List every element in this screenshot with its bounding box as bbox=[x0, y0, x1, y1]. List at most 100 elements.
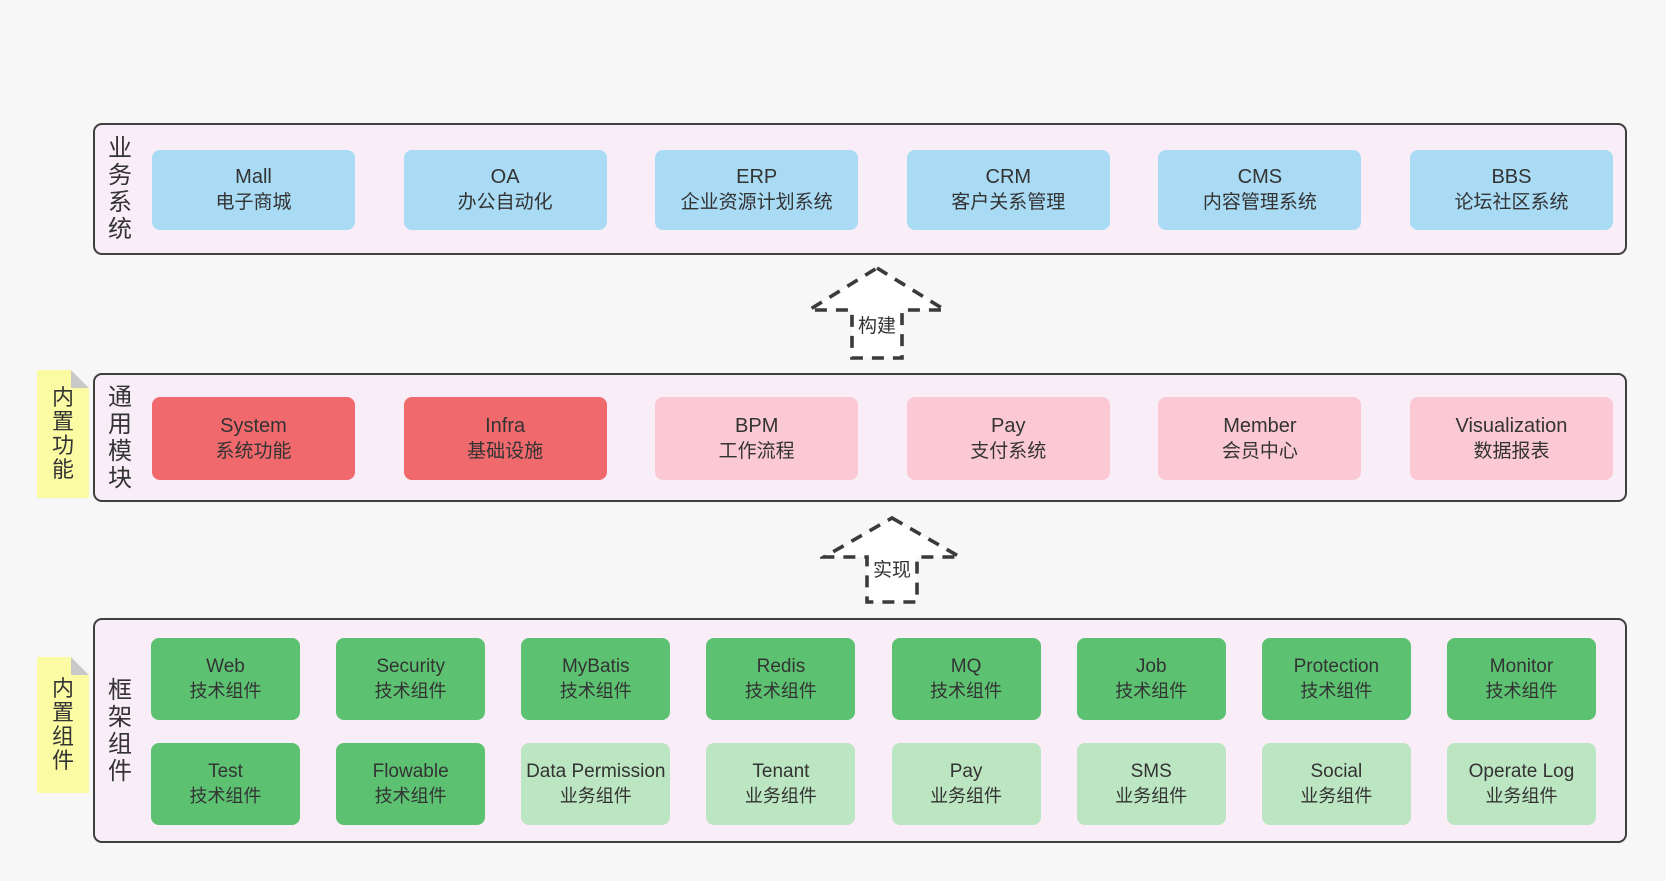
build-arrow: 构建 bbox=[805, 264, 949, 362]
box-mq: MQ 技术组件 bbox=[891, 638, 1041, 720]
box-monitor: Monitor 技术组件 bbox=[1446, 638, 1596, 720]
box-name: SMS bbox=[1130, 761, 1172, 782]
box-name: CRM bbox=[985, 166, 1032, 188]
box-desc: 技术组件 bbox=[374, 786, 447, 806]
box-name: BBS bbox=[1491, 166, 1532, 188]
business-systems-side-label: 业务系统 bbox=[108, 135, 132, 243]
box-name: Job bbox=[1135, 656, 1167, 677]
box-desc: 技术组件 bbox=[559, 681, 632, 701]
box-name: Protection bbox=[1293, 656, 1380, 677]
box-mybatis: MyBatis 技术组件 bbox=[521, 638, 671, 720]
box-security: Security 技术组件 bbox=[336, 638, 486, 720]
box-name: Infra bbox=[485, 414, 526, 437]
box-desc: 技术组件 bbox=[374, 681, 447, 701]
box-pay: Pay 业务组件 bbox=[891, 743, 1041, 825]
box-desc: 客户关系管理 bbox=[951, 192, 1066, 213]
box-operate-log: Operate Log 业务组件 bbox=[1446, 743, 1596, 825]
box-desc: 业务组件 bbox=[559, 786, 632, 806]
box-desc: 技术组件 bbox=[1485, 681, 1558, 701]
box-name: CMS bbox=[1237, 166, 1283, 188]
box-name: Mall bbox=[235, 166, 272, 188]
box-desc: 业务组件 bbox=[744, 786, 817, 806]
box-desc: 业务组件 bbox=[1115, 786, 1188, 806]
box-system: System 系统功能 bbox=[152, 397, 355, 480]
box-name: BPM bbox=[735, 414, 779, 437]
box-desc: 技术组件 bbox=[1300, 681, 1373, 701]
box-desc: 办公自动化 bbox=[457, 192, 553, 213]
box-social: Social 业务组件 bbox=[1261, 743, 1411, 825]
builtin-features-label: 内置功能 bbox=[51, 385, 74, 482]
box-name: System bbox=[220, 414, 287, 437]
box-member: Member 会员中心 bbox=[1158, 397, 1362, 480]
box-tenant: Tenant 业务组件 bbox=[706, 743, 856, 825]
box-name: Flowable bbox=[372, 761, 449, 782]
box-job: Job 技术组件 bbox=[1076, 638, 1226, 720]
implement-arrow-label: 实现 bbox=[871, 560, 913, 582]
box-desc: 系统功能 bbox=[215, 440, 292, 462]
folded-corner-icon bbox=[71, 657, 89, 675]
box-erp: ERP 企业资源计划系统 bbox=[655, 150, 859, 230]
box-mall: Mall 电子商城 bbox=[152, 150, 355, 230]
box-desc: 支付系统 bbox=[970, 440, 1047, 462]
box-bpm: BPM 工作流程 bbox=[655, 397, 859, 480]
box-desc: 技术组件 bbox=[930, 681, 1003, 701]
box-desc: 技术组件 bbox=[189, 786, 262, 806]
box-name: OA bbox=[490, 166, 520, 188]
box-data-permission: Data Permission 业务组件 bbox=[521, 743, 671, 825]
box-desc: 业务组件 bbox=[1485, 786, 1558, 806]
build-arrow-label: 构建 bbox=[856, 316, 898, 338]
box-protection: Protection 技术组件 bbox=[1261, 638, 1411, 720]
box-name: Pay bbox=[991, 414, 1026, 437]
implement-arrow: 实现 bbox=[820, 514, 964, 606]
box-infra: Infra 基础设施 bbox=[403, 397, 607, 480]
common-modules-side-label: 通用模块 bbox=[108, 383, 132, 492]
common-modules-panel: 通用模块 System 系统功能 Infra 基础设施 BPM 工作流程 Pay 支付系统 Me… bbox=[93, 373, 1627, 502]
box-desc: 电子商城 bbox=[215, 192, 292, 213]
box-crm: CRM 客户关系管理 bbox=[906, 150, 1110, 230]
box-desc: 技术组件 bbox=[1115, 681, 1188, 701]
box-name: Monitor bbox=[1489, 656, 1554, 677]
box-name: Tenant bbox=[752, 761, 810, 782]
box-name: Social bbox=[1310, 761, 1363, 782]
box-redis: Redis 技术组件 bbox=[706, 638, 856, 720]
build-arrow-shape bbox=[805, 265, 949, 360]
box-name: Visualization bbox=[1455, 414, 1568, 437]
box-name: Security bbox=[376, 656, 445, 677]
box-desc: 技术组件 bbox=[189, 681, 262, 701]
box-name: Data Permission bbox=[526, 761, 666, 782]
common-modules-row: System 系统功能 Infra 基础设施 BPM 工作流程 Pay 支付系统 Member 会… bbox=[152, 397, 1613, 480]
box-desc: 会员中心 bbox=[1221, 440, 1298, 462]
box-name: Member bbox=[1223, 414, 1297, 437]
box-name: Test bbox=[208, 761, 243, 782]
box-oa: OA 办公自动化 bbox=[403, 150, 607, 230]
box-test: Test 技术组件 bbox=[151, 743, 300, 825]
box-name: Operate Log bbox=[1468, 761, 1575, 782]
box-sms: SMS 业务组件 bbox=[1076, 743, 1226, 825]
box-web: Web 技术组件 bbox=[151, 638, 300, 720]
folded-corner-icon bbox=[71, 370, 89, 388]
business-systems-panel: 业务系统 Mall 电子商城 OA 办公自动化 ERP 企业资源计划系统 CRM 客户关系管理… bbox=[93, 123, 1627, 255]
box-desc: 业务组件 bbox=[1300, 786, 1373, 806]
box-name: Web bbox=[206, 656, 245, 677]
box-desc: 基础设施 bbox=[467, 440, 544, 462]
builtin-components-label: 内置组件 bbox=[51, 676, 74, 773]
builtin-components-sticky: 内置组件 bbox=[37, 657, 89, 793]
box-visualization: Visualization 数据报表 bbox=[1409, 397, 1613, 480]
box-desc: 数据报表 bbox=[1473, 440, 1550, 462]
business-systems-row: Mall 电子商城 OA 办公自动化 ERP 企业资源计划系统 CRM 客户关系管理 CMS 内容… bbox=[152, 150, 1613, 230]
box-desc: 企业资源计划系统 bbox=[680, 192, 833, 213]
box-desc: 内容管理系统 bbox=[1202, 192, 1317, 213]
box-name: Redis bbox=[756, 656, 806, 677]
box-desc: 业务组件 bbox=[930, 786, 1003, 806]
box-cms: CMS 内容管理系统 bbox=[1158, 150, 1362, 230]
box-desc: 工作流程 bbox=[718, 440, 795, 462]
box-desc: 技术组件 bbox=[744, 681, 817, 701]
box-desc: 论坛社区系统 bbox=[1454, 192, 1569, 213]
box-name: ERP bbox=[736, 166, 778, 188]
box-name: MyBatis bbox=[561, 656, 630, 677]
box-name: Pay bbox=[949, 761, 983, 782]
box-name: MQ bbox=[950, 656, 982, 677]
